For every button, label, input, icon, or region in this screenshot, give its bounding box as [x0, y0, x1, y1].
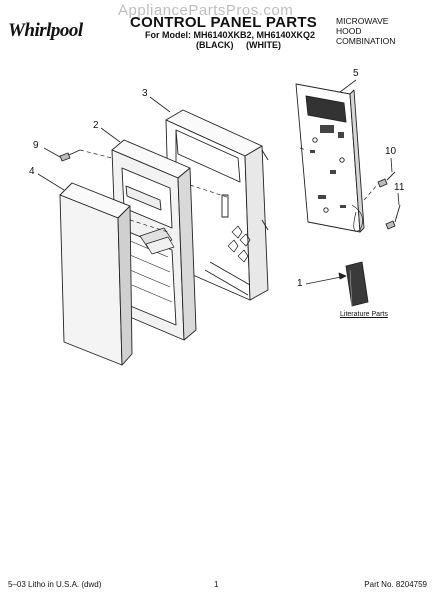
product-type-line: MICROWAVE	[336, 16, 389, 26]
callout-9: 9	[33, 140, 39, 151]
footer-page-number: 1	[214, 580, 219, 589]
part-1-literature	[345, 261, 369, 307]
part-11-screw	[385, 204, 401, 230]
leader-lines	[37, 79, 400, 285]
footer-part-number: Part No. 8204759	[364, 580, 427, 589]
alignment-lines	[79, 147, 379, 233]
whirlpool-logo: Whirlpool	[8, 20, 83, 41]
variant-black: (BLACK)	[196, 40, 234, 50]
product-type: MICROWAVE HOOD COMBINATION	[336, 16, 395, 46]
product-type-line: COMBINATION	[336, 36, 396, 46]
callout-4: 4	[29, 166, 35, 177]
part-5-circuit-board	[295, 83, 365, 233]
page-title: CONTROL PANEL PARTS	[130, 14, 318, 31]
part-9-screw	[59, 149, 81, 162]
part-2-panel-frame	[111, 139, 197, 341]
part-10-screw	[377, 171, 396, 188]
literature-parts-label: Literature Parts	[340, 311, 388, 318]
variant-white: (WHITE)	[246, 40, 281, 50]
callout-2: 2	[93, 120, 99, 131]
callout-3: 3	[142, 88, 148, 99]
callout-1: 1	[297, 278, 303, 289]
callout-5: 5	[353, 68, 359, 79]
footer-litho: 5–03 Litho in U.S.A. (dwd)	[8, 580, 102, 589]
callout-10: 10	[385, 146, 397, 157]
watermark: AppliancePartsPros.com	[118, 2, 294, 19]
model-line: For Model: MH6140XKB2, MH6140XKQ2	[145, 30, 316, 40]
part-4-touch-pad	[59, 182, 133, 366]
callout-11: 11	[394, 182, 405, 193]
product-type-line: HOOD	[336, 26, 362, 36]
